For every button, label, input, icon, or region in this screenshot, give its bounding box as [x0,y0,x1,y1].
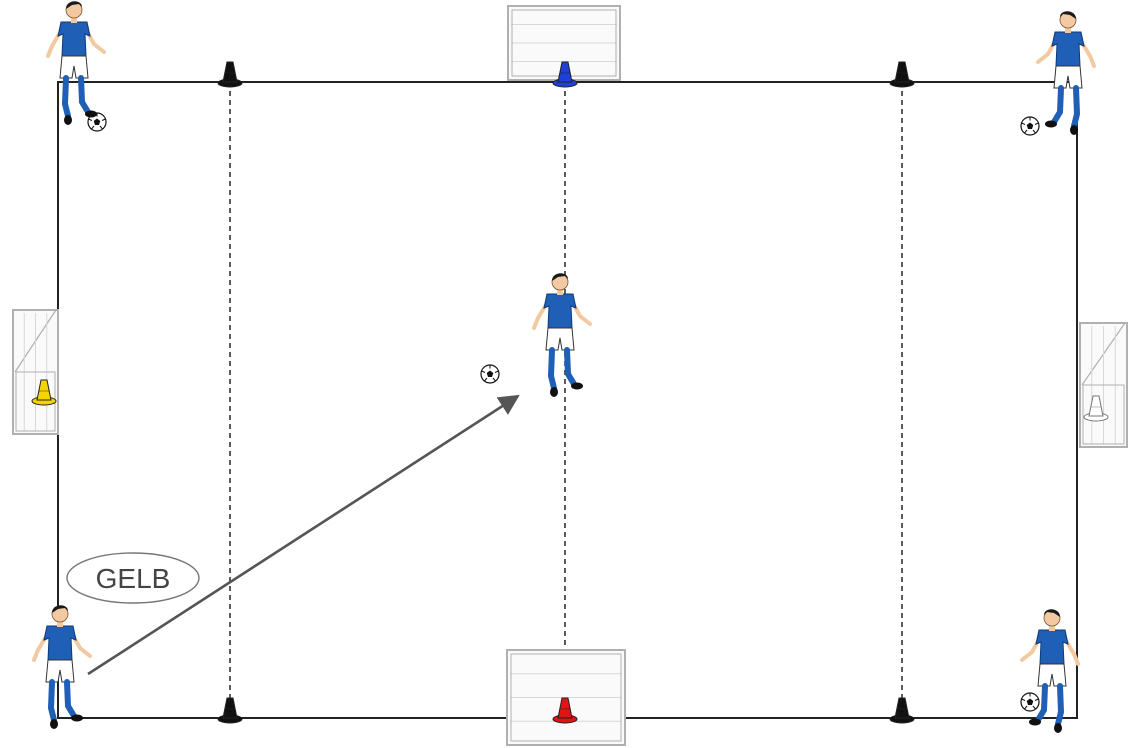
ball-bottom-right [1020,692,1040,712]
player-bottom-right [1020,609,1080,733]
player-bottom-left [32,605,92,729]
field-boundary [57,81,1078,719]
ball-top-left [87,112,107,132]
cone-yellow-left-goal [31,379,57,406]
pass-arrow [87,394,520,676]
cone-black-top-left [217,61,243,88]
ball-center [480,364,500,384]
cone-red-bottom-center [552,697,578,724]
goal-left [12,309,59,435]
cone-blue-top-center [552,61,578,88]
player-center [532,273,592,397]
callout-bubble [66,552,200,604]
player-top-left [46,1,106,125]
ball-top-right [1020,116,1040,136]
cone-white-right-goal [1083,395,1109,422]
cone-black-bottom-right [889,697,915,724]
cone-black-bottom-left [217,697,243,724]
player-top-right [1036,11,1096,135]
cone-black-top-right [889,61,915,88]
callout-label: GELB [96,563,171,594]
goal-right [1079,322,1128,448]
